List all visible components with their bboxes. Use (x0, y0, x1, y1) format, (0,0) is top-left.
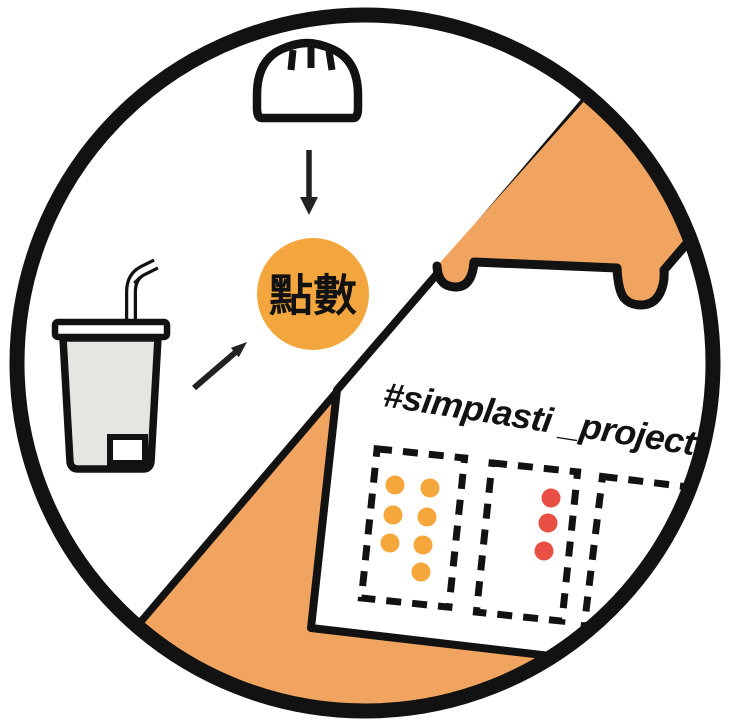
stamp-box-1 (357, 444, 469, 612)
stamp-dot (541, 488, 561, 508)
bun-pleats (287, 47, 336, 71)
stamp-dot (380, 533, 400, 553)
outer-ring (9, 7, 721, 719)
points-badge: 點數 (257, 238, 369, 350)
arrow-down-icon (300, 150, 318, 215)
straw-inner (128, 261, 158, 322)
stamps-box-1 (380, 475, 440, 582)
points-badge-label: 點數 (269, 271, 357, 322)
stamp-dot (417, 507, 437, 527)
stamp-dot (420, 478, 440, 498)
straw-crease (133, 276, 141, 284)
stamp-dot (411, 562, 431, 582)
cup-lid (51, 318, 171, 341)
stamp-dot (385, 475, 405, 495)
bun-icon (252, 38, 363, 123)
stamp-dot (383, 505, 403, 525)
cup-label (107, 434, 148, 466)
drink-cup-icon (51, 258, 171, 473)
stamps-box-2 (534, 488, 561, 561)
holding-hand-outline (432, 223, 705, 310)
points-badge-circle (257, 238, 369, 350)
arrow-up-right-icon (192, 342, 247, 391)
stamp-dot (538, 513, 558, 533)
stamp-box-2 (472, 459, 582, 625)
stamp-dot (413, 535, 433, 555)
stamp-dot (534, 541, 554, 561)
